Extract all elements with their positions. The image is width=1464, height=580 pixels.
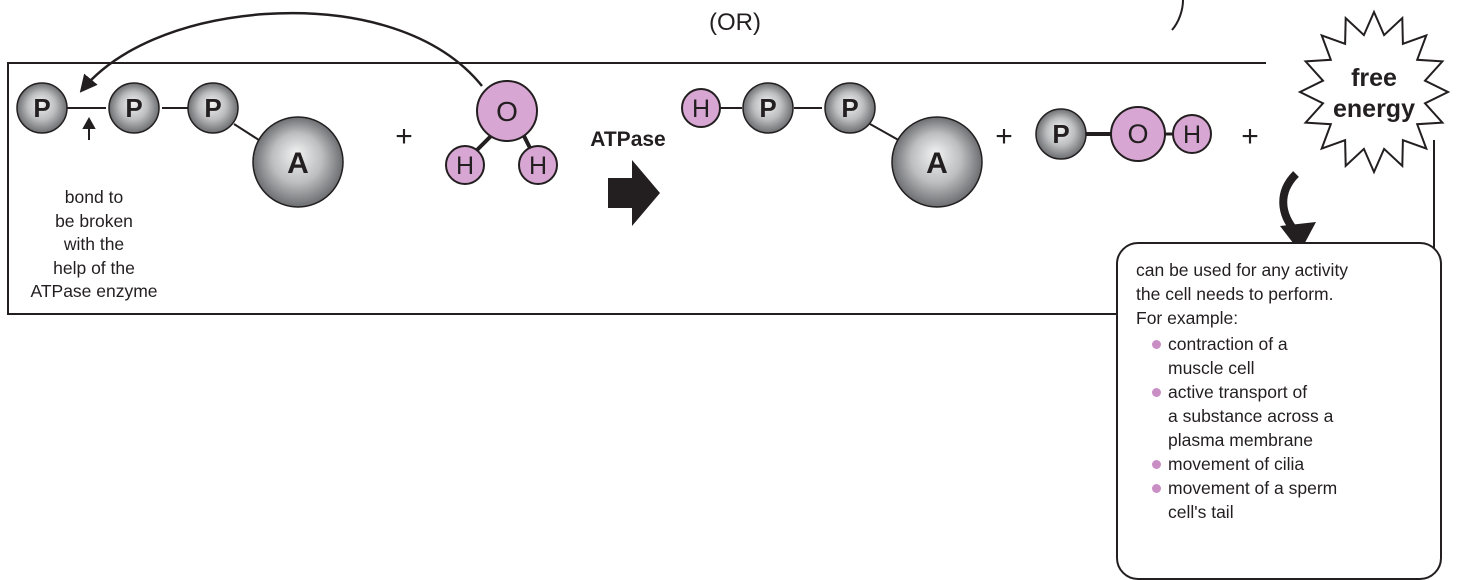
hydrogen-label: H <box>692 95 710 123</box>
oxygen-label: O <box>1127 119 1148 149</box>
phosphate-sphere <box>187 82 239 134</box>
starburst-shape <box>1297 9 1451 175</box>
adenosine-bond <box>233 123 263 143</box>
enzyme-label: ATPase <box>590 128 665 151</box>
adenosine-label: A <box>287 147 309 180</box>
example-item: movement of cilia <box>1152 452 1430 476</box>
phosphate-sphere <box>16 82 68 134</box>
bond-note-line: help of the <box>53 257 135 278</box>
atp-molecule: P P P A <box>16 82 344 208</box>
free-energy-label-line: energy <box>1333 95 1415 123</box>
adenosine-sphere <box>252 116 344 208</box>
energy-uses-callout: can be used for any activity the cell ne… <box>1116 242 1442 580</box>
water-molecule: O H H <box>445 80 558 185</box>
example-line: contraction of a <box>1168 334 1288 354</box>
reaction-arrow <box>608 160 660 226</box>
example-line: cell's tail <box>1168 502 1234 522</box>
example-item: contraction of a muscle cell <box>1152 332 1430 380</box>
phosphate-label: P <box>841 93 858 123</box>
phosphate-label: P <box>1052 119 1069 149</box>
plus-sign: + <box>1241 120 1259 153</box>
phosphate-label: P <box>759 93 776 123</box>
energy-use-arrow <box>1279 171 1300 235</box>
example-line: a substance across a <box>1168 406 1334 426</box>
phosphate-label: P <box>125 93 142 123</box>
bond-note-line: ATPase enzyme <box>30 281 158 301</box>
adenosine-sphere <box>891 116 983 208</box>
phosphate-sphere <box>1035 108 1087 160</box>
callout-intro-line: the cell needs to perform. <box>1136 284 1334 304</box>
phosphate-sphere <box>742 82 794 134</box>
example-line: movement of cilia <box>1168 454 1305 474</box>
plus-sign: + <box>395 120 413 153</box>
reaction-box <box>7 62 1435 315</box>
phosphate-label: P <box>33 93 50 123</box>
bond-note: bond to be broken with the help of the A… <box>14 186 174 304</box>
hydrogen-atom <box>681 88 721 128</box>
hydrogen-atom <box>445 145 485 185</box>
water-attack-arrow <box>79 11 483 93</box>
bond-note-line: bond to <box>64 187 124 207</box>
hydrogen-label: H <box>1183 121 1201 149</box>
energy-use-arrowhead <box>1280 222 1316 252</box>
phosphate-label: P <box>204 93 221 123</box>
adp-molecule: H P P A <box>681 82 983 208</box>
plus-sign: + <box>995 120 1013 153</box>
hydrogen-atom <box>518 145 558 185</box>
callout-intro-line: can be used for any activity <box>1136 260 1349 280</box>
free-phosphate-molecule: P O H <box>1035 106 1212 162</box>
adenosine-label: A <box>926 147 948 180</box>
hydrogen-label: H <box>529 152 547 180</box>
example-line: movement of a sperm <box>1168 478 1338 498</box>
or-label: (OR) <box>709 9 761 36</box>
oxygen-label: O <box>496 96 518 127</box>
phosphate-sphere <box>824 82 876 134</box>
bond-pointer-arrow <box>82 116 96 140</box>
bond-note-line: be broken <box>55 210 133 231</box>
example-line: active transport of <box>1168 382 1308 402</box>
free-energy-burst: free energy <box>1297 9 1451 175</box>
hydrogen-label: H <box>456 152 474 180</box>
example-line: plasma membrane <box>1168 430 1313 450</box>
oxygen-atom <box>476 80 538 142</box>
example-item: movement of a sperm cell's tail <box>1152 476 1430 524</box>
hydrogen-atom <box>1172 114 1212 154</box>
oxygen-atom <box>1110 106 1166 162</box>
example-item: active transport of a substance across a… <box>1152 380 1430 452</box>
bond-note-line: with the <box>63 234 125 254</box>
header-fragment-mark <box>1171 0 1184 31</box>
free-energy-label-line: free <box>1351 64 1397 92</box>
example-list: contraction of a muscle cell active tran… <box>1136 332 1430 524</box>
adenosine-bond <box>869 123 903 143</box>
phosphate-sphere <box>108 82 160 134</box>
callout-intro-line: For example: <box>1136 308 1239 328</box>
example-line: muscle cell <box>1168 358 1255 378</box>
